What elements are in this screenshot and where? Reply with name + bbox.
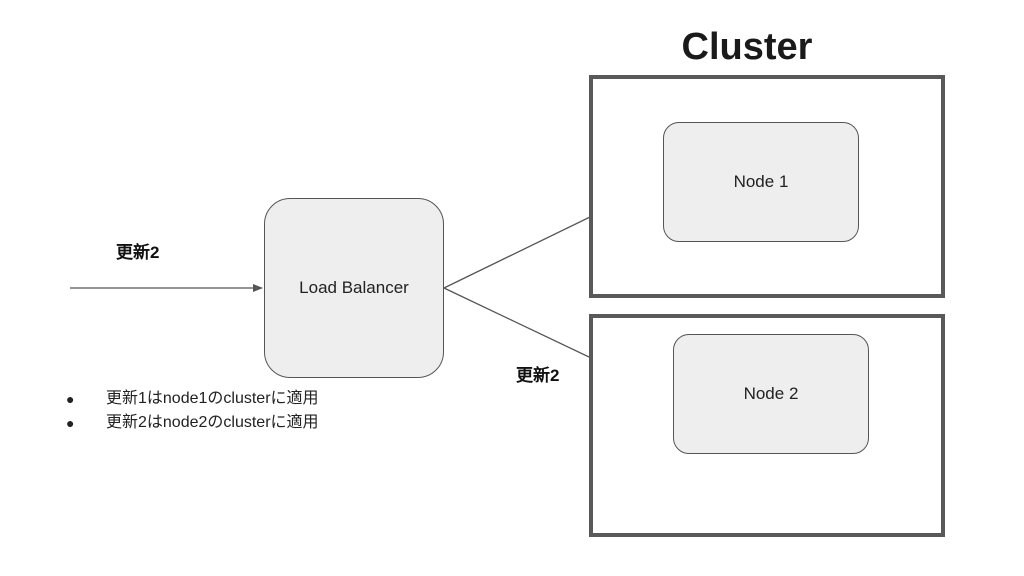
cluster-title: Cluster <box>681 26 813 68</box>
node-1-box: Node 1 <box>663 122 859 242</box>
node-1-label: Node 1 <box>733 172 789 191</box>
note-text-2: 更新2はnode2のclusterに適用 <box>106 414 319 431</box>
load-balancer-label: Load Balancer <box>299 278 409 297</box>
note-item-1: ● 更新1はnode1のclusterに適用 <box>66 388 356 410</box>
load-balancer-box: Load Balancer <box>264 198 444 378</box>
note-text-1: 更新1はnode1のclusterに適用 <box>106 390 319 407</box>
node-2-label: Node 2 <box>743 384 799 403</box>
node-2-edge-label: 更新2 <box>516 366 560 385</box>
note-item-2: ● 更新2はnode2のclusterに適用 <box>66 412 356 434</box>
node-2-box: Node 2 <box>673 334 869 454</box>
bullet-icon: ● <box>66 391 75 407</box>
notes-list: ● 更新1はnode1のclusterに適用 ● 更新2はnode2のclust… <box>66 388 366 436</box>
bullet-icon: ● <box>66 415 75 431</box>
incoming-edge-label: 更新2 <box>116 243 160 262</box>
